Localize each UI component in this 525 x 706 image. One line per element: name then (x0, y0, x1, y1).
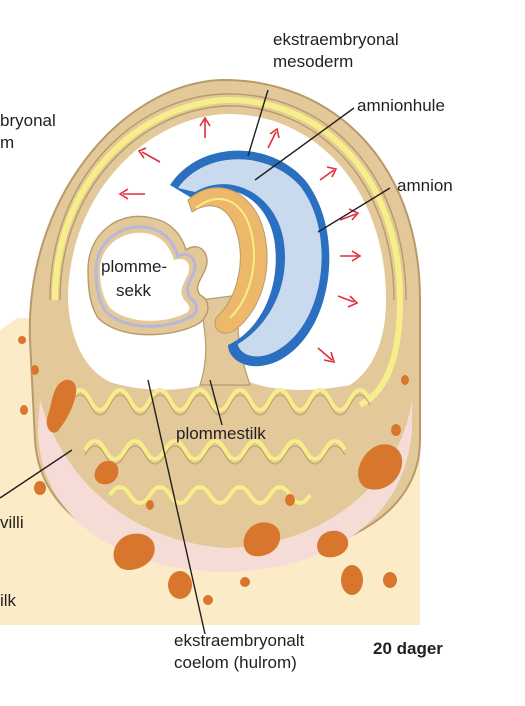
leader-lines (0, 89, 391, 635)
label-amniotic-cavity: amnionhule (357, 96, 445, 115)
label-age: 20 dager (373, 639, 443, 658)
chorion-ring-inner-outline (59, 105, 395, 301)
maternal-blood-lacunae (18, 336, 409, 605)
chorion-yellow-ring (52, 96, 404, 408)
yolk-sac-cavity (100, 232, 190, 321)
amniotic-cavity (178, 159, 322, 357)
decidua-pink-band (38, 400, 412, 572)
label-extraembryonic-mesoderm-line1: ekstraembryonal (273, 30, 399, 49)
embryonic-disc (187, 187, 268, 334)
chorion-ring-outline (49, 93, 407, 301)
label-yolk-stalk: plommestilk (176, 424, 266, 443)
label-villi-cut: villi (0, 513, 24, 532)
label-left-cut-line1: bryonal (0, 111, 56, 130)
chorionic-villi (68, 388, 372, 505)
expansion-arrows (118, 116, 362, 364)
label-yolk-sac-line1: plomme- (101, 257, 167, 276)
label-yolk-sac-line2: sekk (116, 281, 151, 300)
yolk-sac-lining (94, 225, 198, 328)
label-stalk-cut: ilk (0, 591, 17, 610)
label-extraembryonic-coelom-line1: ekstraembryonalt (174, 631, 305, 650)
embryonic-disc-inner (195, 198, 255, 319)
label-extraembryonic-coelom-line2: coelom (hulrom) (174, 653, 297, 672)
label-amnion: amnion (397, 176, 453, 195)
label-left-cut-line2: m (0, 133, 14, 152)
label-extraembryonic-mesoderm-line2: mesoderm (273, 52, 353, 71)
